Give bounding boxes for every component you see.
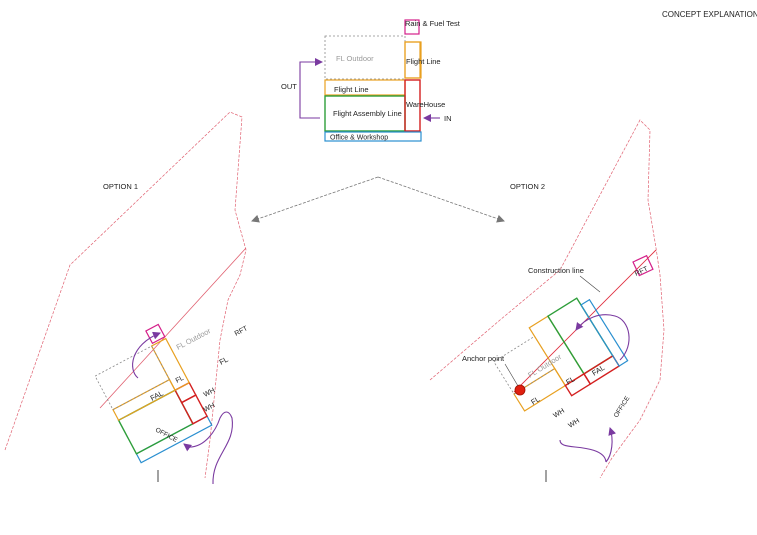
option2-outdoor-label: FL Outdoor bbox=[526, 352, 563, 380]
option2-out-arrow bbox=[575, 314, 630, 361]
option1-fl-right-label: FL bbox=[218, 355, 230, 367]
option2-wh-right-label: WH bbox=[567, 418, 581, 430]
option1-out-arrow bbox=[132, 331, 161, 379]
option1-outdoor bbox=[94, 345, 171, 411]
concept-warehouse bbox=[404, 79, 421, 132]
option2-anchor-label: Anchor point bbox=[462, 354, 505, 363]
option2-anchor-point bbox=[514, 384, 526, 396]
option1-wh-top-label: WH bbox=[203, 387, 217, 399]
concept-in-label: IN bbox=[444, 114, 452, 123]
option2-fl-upper-label: FL bbox=[564, 374, 576, 386]
option2-wh-left-label: WH bbox=[552, 408, 566, 420]
option1-rft-label: RFT bbox=[234, 325, 250, 338]
option2-construction-label: Construction line bbox=[528, 266, 584, 275]
option1-rft-box bbox=[145, 323, 166, 345]
option1-fl-mid bbox=[112, 378, 176, 422]
option2-office bbox=[580, 298, 629, 367]
option1-site-boundary bbox=[4, 111, 247, 479]
option2-rft-box bbox=[632, 254, 654, 277]
option2-fl-lower-label: FL bbox=[529, 394, 541, 406]
concept-outdoor-label: FL Outdoor bbox=[336, 54, 374, 63]
option2-office-label: OFFICE bbox=[613, 395, 632, 419]
option2-block: OPTION 2 Construction line RFT FL O bbox=[429, 119, 665, 482]
option2-site-boundary bbox=[429, 119, 665, 479]
option2-in-arrow bbox=[559, 428, 612, 463]
option1-fl-mid-label: FL bbox=[175, 375, 186, 385]
concept-split-line-right bbox=[377, 176, 505, 223]
concept-out-arrow bbox=[299, 58, 323, 119]
concept-rft-box bbox=[404, 19, 420, 35]
concept-office-label: Office & Workshop bbox=[330, 135, 388, 142]
option2-rft-label: RFT bbox=[634, 265, 650, 277]
concept-flight-line-right-label: Flight Line bbox=[406, 57, 441, 66]
concept-flight-line-right-box bbox=[404, 41, 422, 79]
page-title: CONCEPT EXPLANATION bbox=[662, 10, 757, 19]
option2-building bbox=[493, 297, 629, 412]
concept-split-line-left bbox=[251, 176, 379, 223]
option1-fal-label: FAL bbox=[149, 389, 165, 403]
option1-block: OPTION 1 RFT FL Outdoor FL FL bbox=[4, 111, 250, 485]
option1-wh-top bbox=[174, 381, 197, 404]
option2-anchor-leader bbox=[504, 363, 519, 387]
option1-site-boundary-inner bbox=[99, 247, 247, 409]
option1-office-label: OFFICE bbox=[154, 427, 179, 445]
concept-rft-label: Rain & Fuel Test bbox=[405, 19, 461, 28]
option2-construction-leader bbox=[579, 275, 601, 293]
option2-title: OPTION 2 bbox=[510, 182, 545, 191]
option1-title: OPTION 1 bbox=[103, 182, 138, 191]
option1-outdoor-label: FL Outdoor bbox=[175, 326, 213, 352]
option1-wh-bottom-label: WH bbox=[203, 402, 217, 414]
concept-flight-line-label: Flight Line bbox=[334, 85, 369, 94]
concept-warehouse-label: WareHouse bbox=[406, 100, 445, 109]
option1-in-arrow-visible bbox=[183, 411, 233, 485]
concept-fal-label: Flight Assembly Line bbox=[333, 109, 402, 118]
concept-block: FL Outdoor Flight Line Rain & Fuel Test … bbox=[251, 19, 505, 223]
concept-office bbox=[324, 131, 422, 142]
option1-building bbox=[94, 323, 213, 464]
concept-out-label: OUT bbox=[281, 82, 297, 91]
